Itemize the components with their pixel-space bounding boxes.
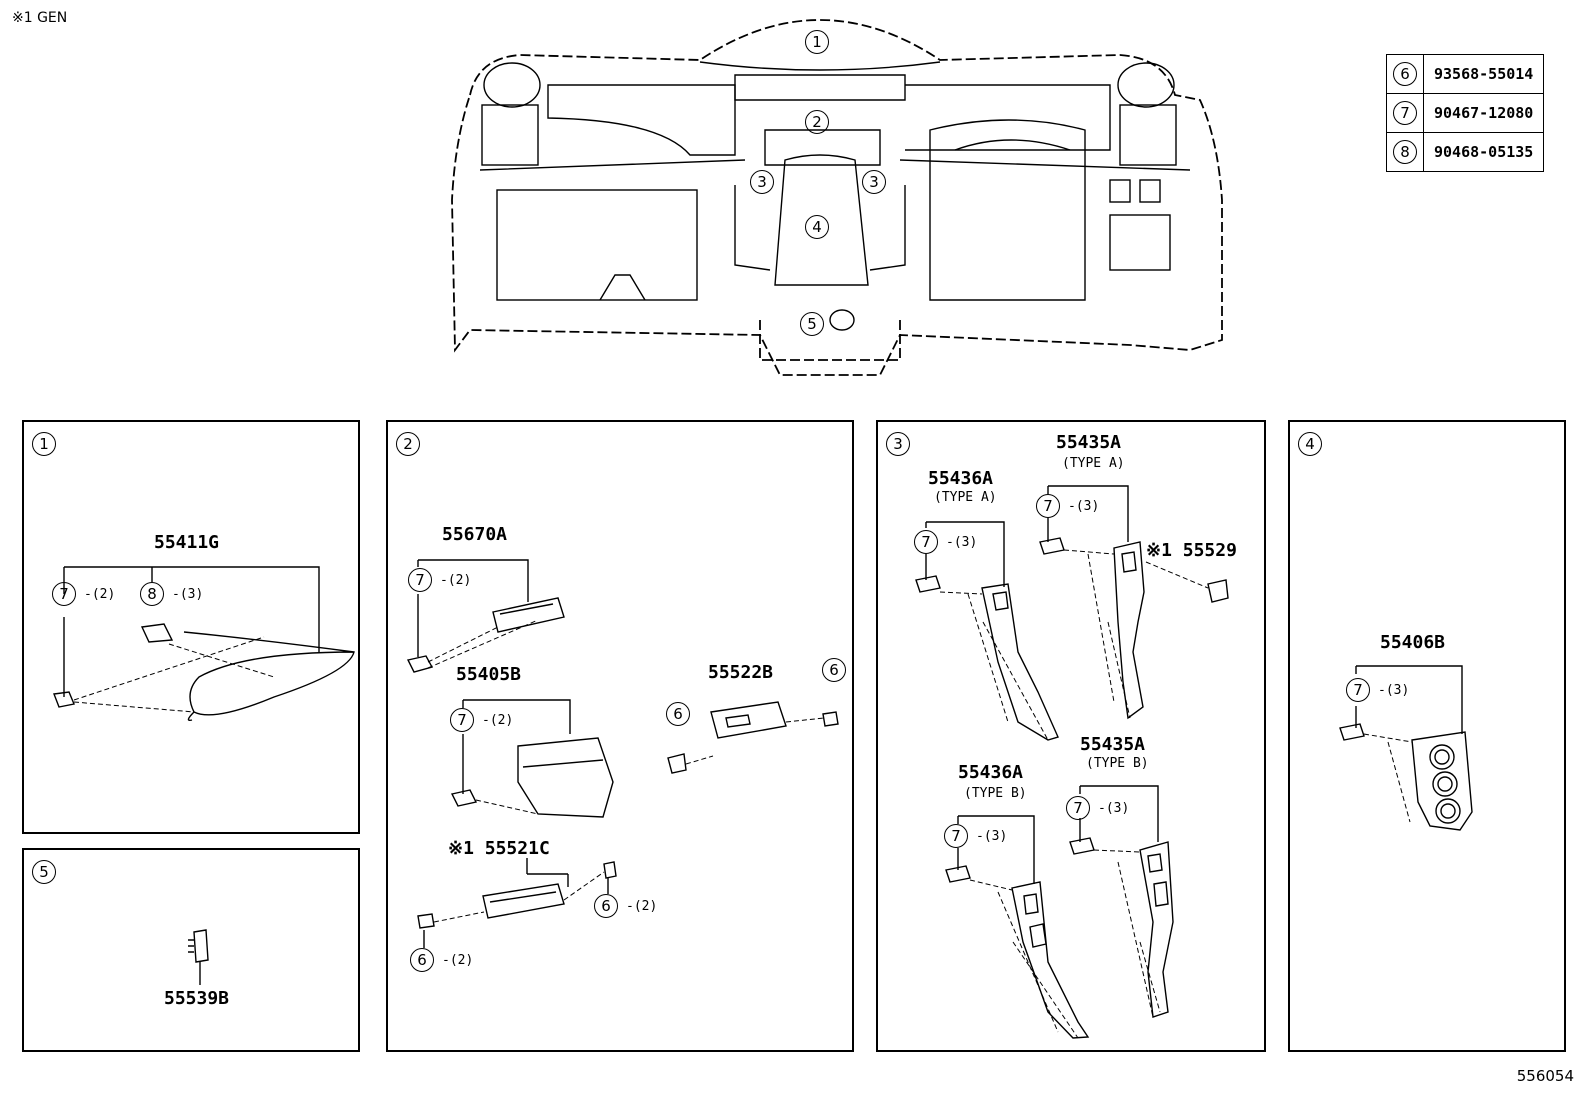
part-label-55436a: 55436A — [928, 468, 994, 489]
switch-drawing — [188, 929, 209, 985]
callout-7: 7 — [408, 568, 432, 592]
parts-row: 8 90468-05135 — [1386, 132, 1545, 172]
part-number: 93568-55014 — [1422, 54, 1545, 94]
meter-hood-drawing — [53, 566, 355, 722]
panel-2: 2 55670A 7 -(2) 55405B 7 -(2) 55522B 6 6… — [386, 420, 854, 1052]
ref-badge: 6 — [1393, 62, 1417, 86]
center-cluster-drawing — [406, 559, 839, 948]
qty: -(2) — [482, 713, 514, 728]
part-label-55670a: 55670A — [442, 524, 508, 545]
part-label-55411g: 55411G — [154, 532, 220, 553]
callout-8: 8 — [140, 582, 164, 606]
callout-7: 7 — [1036, 494, 1060, 518]
panel-3: 3 55436A (TYPE A) 7 -(3) 55435A (TYPE A)… — [876, 420, 1266, 1052]
part-label-55405b: 55405B — [456, 664, 522, 685]
callout-6: 6 — [594, 894, 618, 918]
gen-note: ※1 GEN — [12, 10, 68, 26]
panel-number: 5 — [32, 860, 56, 884]
callout-1: 1 — [805, 30, 829, 54]
type-label: (TYPE A) — [934, 490, 997, 505]
console-panel-drawing — [1339, 665, 1473, 831]
part-label-55406b: 55406B — [1380, 632, 1446, 653]
qty: -(3) — [172, 587, 204, 602]
parts-table: 6 93568-55014 7 90467-12080 8 90468-0513… — [1386, 54, 1545, 172]
panel-number: 4 — [1298, 432, 1322, 456]
part-label-55522b: 55522B — [708, 662, 774, 683]
callout-6: 6 — [666, 702, 690, 726]
part-label-55436a: 55436A — [958, 762, 1024, 783]
part-label-55521c: ※1 55521C — [448, 838, 550, 859]
qty: -(3) — [1068, 499, 1100, 514]
callout-7: 7 — [944, 824, 968, 848]
part-label-55529: ※1 55529 — [1146, 540, 1237, 561]
panel-number: 2 — [396, 432, 420, 456]
callout-7: 7 — [1066, 796, 1090, 820]
callout-3-right: 3 — [862, 170, 886, 194]
callout-3-left: 3 — [750, 170, 774, 194]
callout-2: 2 — [805, 110, 829, 134]
qty: -(2) — [442, 953, 474, 968]
side-trim-drawing — [915, 485, 1229, 1039]
callout-4: 4 — [805, 215, 829, 239]
qty: -(3) — [976, 829, 1008, 844]
panel-1: 1 55411G 7 -(2) 8 -(3) — [22, 420, 360, 834]
type-label: (TYPE B) — [1086, 756, 1149, 771]
parts-row: 7 90467-12080 — [1386, 93, 1545, 133]
qty: -(3) — [946, 535, 978, 550]
callout-6: 6 — [822, 658, 846, 682]
ref-badge: 8 — [1393, 140, 1417, 164]
callout-6: 6 — [410, 948, 434, 972]
callout-7: 7 — [1346, 678, 1370, 702]
part-label-55435a: 55435A — [1056, 432, 1122, 453]
qty: -(3) — [1378, 683, 1410, 698]
qty: -(2) — [626, 899, 658, 914]
parts-row: 6 93568-55014 — [1386, 54, 1545, 94]
qty: -(2) — [84, 587, 116, 602]
panel-number: 3 — [886, 432, 910, 456]
ref-badge: 7 — [1393, 101, 1417, 125]
callout-7: 7 — [914, 530, 938, 554]
part-number: 90467-12080 — [1422, 93, 1545, 133]
panel-5: 5 55539B — [22, 848, 360, 1052]
callout-7: 7 — [450, 708, 474, 732]
dashboard-overview-drawing — [451, 19, 1223, 376]
panel-4: 4 55406B 7 -(3) — [1288, 420, 1566, 1052]
qty: -(3) — [1098, 801, 1130, 816]
part-label-55539b: 55539B — [164, 988, 230, 1009]
part-label-55435a: 55435A — [1080, 734, 1146, 755]
panel-number: 1 — [32, 432, 56, 456]
type-label: (TYPE A) — [1062, 456, 1125, 471]
part-number: 90468-05135 — [1422, 132, 1545, 172]
callout-5: 5 — [800, 312, 824, 336]
qty: -(2) — [440, 573, 472, 588]
type-label: (TYPE B) — [964, 786, 1027, 801]
figure-number: 556054 — [1516, 1067, 1574, 1085]
